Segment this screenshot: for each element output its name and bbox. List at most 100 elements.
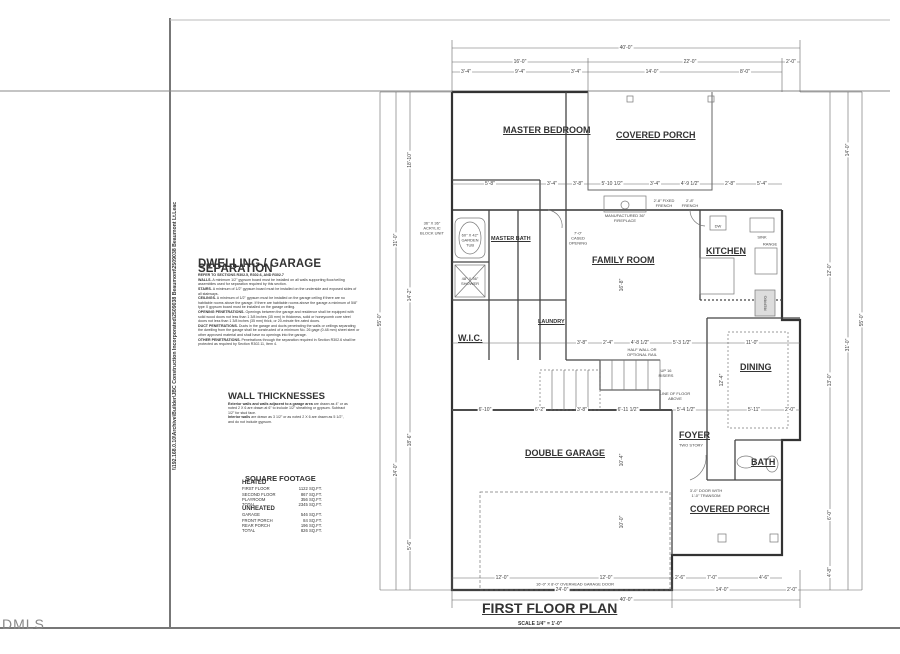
room-wic: W.I.C. [458, 333, 483, 343]
duct-text: Ducts in the garage and ducts penetratin… [198, 323, 360, 337]
dimension-label: 55'-0" [859, 312, 865, 328]
shower-note: 48" X 36" SHOWER [461, 276, 479, 286]
dimension-label: 40'-0" [618, 45, 634, 51]
dimension-label: 2'-0" [784, 407, 796, 413]
dimension-label: 4'-8 1/2" [629, 340, 651, 346]
openings-label: OPENING PENETRATIONS. [198, 309, 245, 314]
dimension-label: 6'-11 1/2" [616, 407, 640, 413]
dimension-label: 55'-0" [377, 312, 383, 328]
room-foyer: FOYER [679, 430, 711, 440]
wall-thickness-title: WALL THICKNESSES [228, 391, 325, 402]
dimension-label: 3'-4" [570, 69, 582, 75]
dimension-label: 4'-8" [827, 566, 833, 578]
fixtures [454, 95, 789, 591]
walls-text: A minimum 1/2" gypsum board must be inst… [198, 277, 345, 287]
room-covered-porch-rear: COVERED PORCH [616, 130, 696, 140]
room-double-garage: DOUBLE GARAGE [525, 448, 606, 458]
range-label: RANGE [762, 241, 778, 247]
openings-text: Openings between the garage and residenc… [198, 309, 354, 324]
dimension-label: 31'-0" [845, 337, 851, 353]
dimension-label: 3'-4" [649, 181, 661, 187]
plan-title: FIRST FLOOR PLAN [482, 600, 618, 616]
dimension-label: 2'-4" [602, 340, 614, 346]
dimension-label: 3'-8" [576, 340, 588, 346]
dimension-label: 12'-4" [719, 372, 725, 388]
dimension-label: 3'-4" [460, 69, 472, 75]
separation-title: DWELLING / GARAGE SEPARATION [198, 258, 322, 275]
refrig-label: REFRIG [762, 295, 768, 311]
dimension-label: 5'-8" [484, 181, 496, 187]
dimension-label: 2'-0" [785, 59, 797, 65]
dimension-label: 5'-4 1/2" [675, 407, 697, 413]
stairs-text: A minimum of 1/2" gypsum board must be i… [198, 286, 357, 296]
french-note: 2'-8" FRENCH [681, 198, 699, 208]
room-covered-porch-front: COVERED PORCH [690, 504, 770, 514]
file-path-label: \\192.168.0.10\Archive\Builder\JBC Const… [172, 201, 178, 470]
garage-separation-notes: DWELLING / GARAGE SEPARATION REFER TO SE… [198, 258, 360, 347]
dimension-label: 5'-10 1/2" [600, 181, 624, 187]
room-dining: DINING [740, 362, 772, 372]
wall-thickness-notes: WALL THICKNESSES Exterior walls and wall… [228, 391, 348, 425]
exterior-label: Exterior walls and walls adjacent to a g… [228, 401, 313, 406]
walls-label: WALLS. [198, 277, 212, 282]
dimension-label: 5'-4" [756, 181, 768, 187]
exterior-text: are drawn as 4" or as noted 2 X 6 are dr… [228, 401, 348, 415]
interior-walls [452, 92, 800, 555]
dimension-label: 2'-8" [724, 181, 736, 187]
room-master-bath: MASTER BATH [491, 236, 531, 242]
floor-above-note: LINE OF FLOOR ABOVE [659, 391, 691, 401]
dimension-label: 14'-0" [644, 69, 660, 75]
plan-scale: SCALE 1/4" = 1'-0" [518, 621, 563, 627]
dimension-label: 3'-4" [546, 181, 558, 187]
stairs-label: STAIRS. [198, 286, 212, 291]
duct-label: DUCT PENETRATIONS. [198, 323, 238, 328]
other-text: Penetrations through the separation requ… [198, 337, 356, 347]
dimension-label: 24'-0" [554, 587, 570, 593]
dimension-label: 10'-0" [619, 514, 625, 530]
dimension-label: 16'-0" [512, 59, 528, 65]
dimension-label: 12'-0" [494, 575, 510, 581]
dimension-label: 2'-0" [786, 587, 798, 593]
dimension-label: 31'-0" [393, 232, 399, 248]
separation-refer: REFER TO SECTIONS R302.5, R302.6, AND R3… [198, 273, 284, 278]
dimension-label: 7'-0" [706, 575, 718, 581]
dimension-label: 40'-0" [618, 597, 634, 603]
unheated-label: UNHEATED [242, 506, 275, 513]
dimension-label: 6'-10" [477, 407, 493, 413]
sink-label: SINK [757, 234, 767, 240]
dimension-label: 6'-2" [534, 407, 546, 413]
dimension-label: 5'-11" [746, 407, 762, 413]
other-label: OTHER PENETRATIONS. [198, 337, 241, 342]
risers-note: UP 16 RISERS [658, 368, 674, 378]
dimension-label: 11'-0" [744, 340, 760, 346]
front-door-note: 3'-0" DOOR WITH 1'-0" TRANSOM [689, 488, 723, 498]
sqft-title: SQUARE FOOTAGE [245, 474, 316, 483]
dimension-label: 3'-8" [576, 407, 588, 413]
room-family-room: FAMILY ROOM [592, 255, 655, 265]
ceilings-label: CEILINGS. [198, 296, 216, 301]
garden-tub-note: 60" X 42" GARDEN TUB [461, 232, 479, 248]
fireplace-note: MANUFACTURED 36" FIREPLACE [604, 213, 646, 223]
room-bath: BATH [751, 457, 776, 467]
room-kitchen: KITCHEN [706, 246, 746, 256]
interior-label: Interior walls [228, 415, 251, 420]
dimension-label: 12'-0" [598, 575, 614, 581]
dw-label: DW [714, 223, 722, 229]
dimension-label: 2'-6" [674, 575, 686, 581]
foyer-note: TWO STORY [678, 442, 704, 448]
dimension-label: 18'-6" [407, 432, 413, 448]
ceilings-text: A minimum of 1/2" gypsum must be install… [198, 296, 358, 310]
heated-label: HEATED [242, 480, 267, 487]
dimension-label: 16'-8" [619, 277, 625, 293]
half-wall-note: HALF WALL OR OPTIONAL RAIL [626, 347, 658, 357]
dimension-label: 6'-0" [827, 509, 833, 521]
dimension-label: 14'-0" [714, 587, 730, 593]
